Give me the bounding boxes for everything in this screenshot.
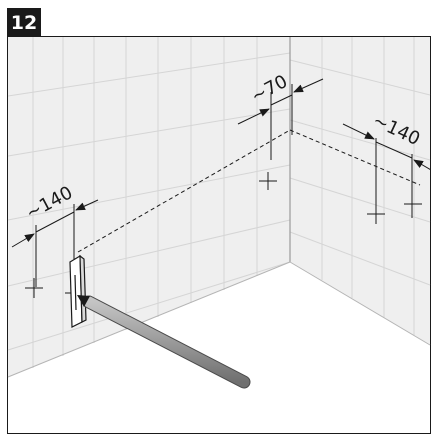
floor-edge-right [289, 261, 431, 346]
height-reference-line [77, 129, 421, 253]
step-number-badge: 12 [7, 8, 41, 36]
right-wall-tiles [289, 37, 431, 335]
right-dimension [342, 123, 431, 207]
floor-area [8, 262, 430, 433]
floor-edge-left [7, 261, 291, 378]
corner-dimension [237, 78, 324, 160]
pencil [77, 295, 251, 389]
step-number: 12 [11, 12, 37, 34]
left-wall-tiles [7, 37, 291, 368]
wall-bracket [69, 254, 87, 328]
